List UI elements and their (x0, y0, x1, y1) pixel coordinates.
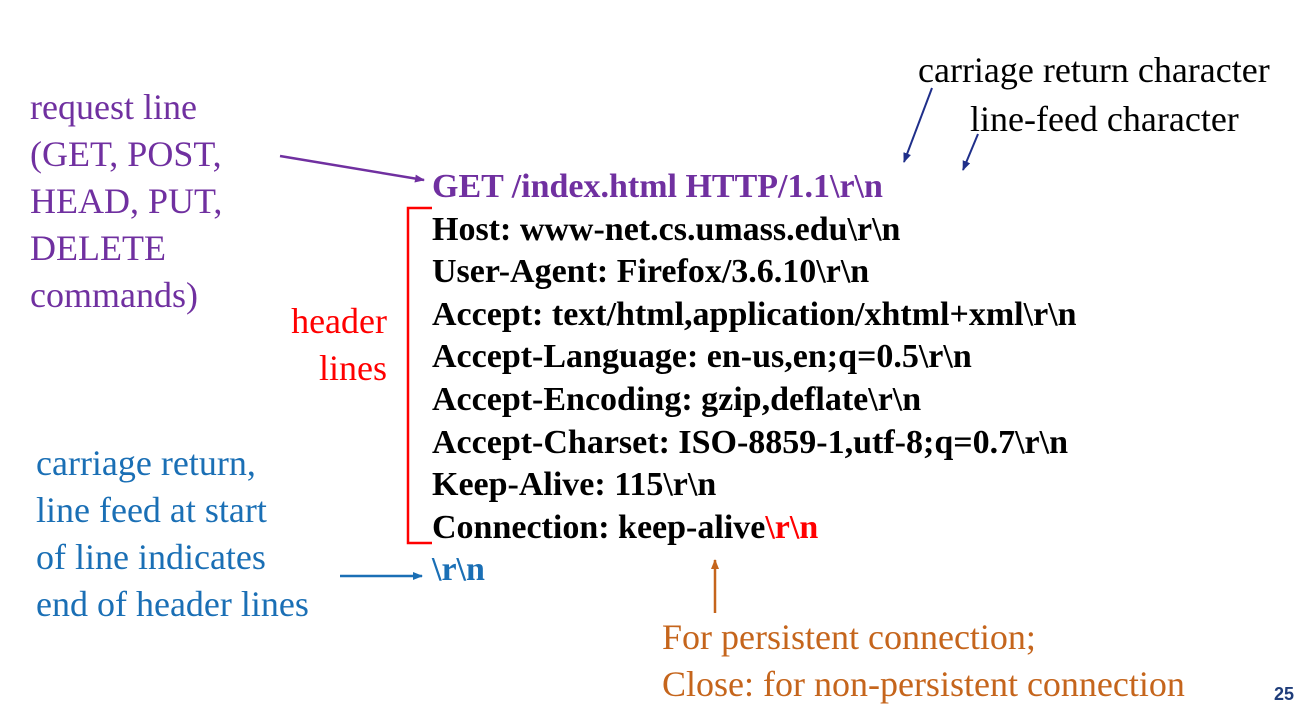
request-line: GET /index.html HTTP/1.1\r\n (432, 168, 883, 205)
page-number: 25 (1274, 684, 1295, 704)
end-of-headers-annotation-line: of line indicates (36, 537, 266, 577)
header-line-connection: Connection: keep-alive\r\n (432, 507, 1077, 550)
connection-crlf: \r\n (765, 508, 819, 546)
header-line-accept: Accept: text/html,application/xhtml+xml\… (432, 295, 1077, 333)
header-lines-annotation: header lines (270, 298, 387, 392)
end-of-headers-annotation-line: line feed at start (36, 490, 267, 530)
request-line-annotation-line: HEAD, PUT, (30, 181, 223, 221)
end-of-headers-annotation-line: carriage return, (36, 443, 256, 483)
carriage-return-annotation: carriage return character (918, 50, 1270, 90)
request-line-annotation-line: DELETE (30, 228, 166, 268)
header-line-host: Host: www-net.cs.umass.edu\r\n (432, 210, 901, 248)
connection-annotation-line: Close: for non-persistent connection (662, 664, 1185, 704)
request-line-annotation-line: (GET, POST, (30, 134, 222, 174)
line-feed-arrow (962, 133, 979, 171)
header-line-accept-language: Accept-Language: en-us,en;q=0.5\r\n (432, 338, 972, 376)
line-feed-annotation: line-feed character (970, 99, 1239, 139)
request-line-annotation-line: commands) (30, 275, 198, 315)
header-lines-bracket (406, 206, 432, 545)
header-lines-annotation-line: lines (319, 348, 387, 388)
header-line-accept-encoding: Accept-Encoding: gzip,deflate\r\n (432, 380, 922, 418)
http-request-message: GET /index.html HTTP/1.1\r\n Host: www-n… (432, 166, 1077, 592)
request-line-annotation-line: request line (30, 87, 197, 127)
header-line-keep-alive: Keep-Alive: 115\r\n (432, 466, 717, 504)
carriage-return-arrow (903, 87, 933, 163)
request-line-arrow (279, 154, 425, 183)
header-line-user-agent: User-Agent: Firefox/3.6.10\r\n (432, 253, 870, 291)
blank-line-crlf: \r\n (432, 551, 485, 589)
header-lines-annotation-line: header (291, 301, 387, 341)
end-of-headers-annotation-line: end of header lines (36, 584, 309, 624)
connection-header-text: Connection: keep-alive (432, 508, 766, 546)
connection-annotation: For persistent connection; Close: for no… (662, 614, 1185, 708)
header-line-accept-charset: Accept-Charset: ISO-8859-1,utf-8;q=0.7\r… (432, 423, 1069, 461)
end-of-headers-annotation: carriage return, line feed at start of l… (36, 440, 309, 628)
request-line-annotation: request line (GET, POST, HEAD, PUT, DELE… (30, 84, 222, 319)
connection-annotation-line: For persistent connection; (662, 617, 1036, 657)
